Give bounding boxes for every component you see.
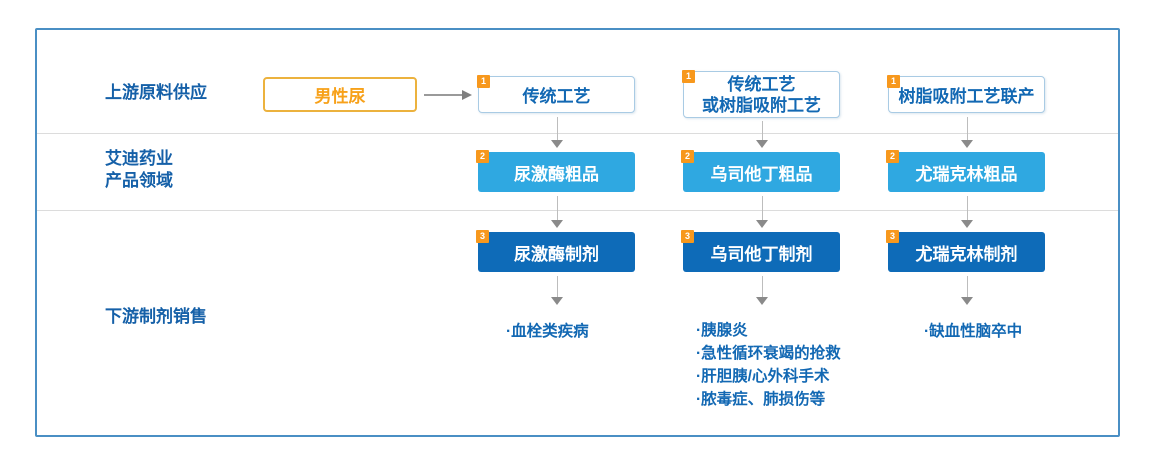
arrow-down-icon (756, 196, 768, 228)
row-label-company: 艾迪药业 产品领域 (105, 148, 173, 192)
process-box-col2: 1 传统工艺 或树脂吸附工艺 (682, 70, 840, 118)
indication-item: ·缺血性脑卒中 (924, 323, 1023, 340)
badge-3-icon: 3 (886, 230, 899, 243)
process-box-col1-label: 传统工艺 (522, 87, 591, 106)
process-box-col3: 1 树脂吸附工艺联产 (887, 75, 1045, 113)
indication-item: ·急性循环衰竭的抢救 (696, 345, 841, 362)
crude-box-col2: 2 乌司他丁粗品 (681, 150, 840, 192)
badge-1-icon: 1 (887, 75, 900, 88)
arrow-down-icon (551, 117, 563, 148)
indications-col1: ·血栓类疾病 (506, 320, 589, 343)
arrow-down-icon (961, 117, 973, 148)
process-box-col2-label-line2: 或树脂吸附工艺 (702, 95, 821, 115)
badge-3-icon: 3 (681, 230, 694, 243)
arrow-down-icon (551, 196, 563, 228)
process-box-col1: 1 传统工艺 (477, 75, 635, 113)
row-divider-1 (37, 133, 1118, 134)
source-box-label: 男性尿 (314, 87, 366, 106)
formulation-box-col2: 3 乌司他丁制剂 (681, 230, 840, 272)
process-box-col2-label-line1: 传统工艺 (727, 74, 796, 94)
indication-item: ·肝胆胰/心外科手术 (696, 368, 830, 385)
crude-box-col3: 2 尤瑞克林粗品 (886, 150, 1045, 192)
arrow-down-icon (961, 196, 973, 228)
indications-col2: ·胰腺炎 ·急性循环衰竭的抢救 ·肝胆胰/心外科手术 ·脓毒症、肺损伤等 (696, 319, 841, 411)
arrow-right-icon (424, 89, 472, 101)
arrow-down-icon (961, 276, 973, 305)
process-box-col3-label: 树脂吸附工艺联产 (898, 87, 1035, 106)
row-label-upstream: 上游原料供应 (105, 83, 207, 102)
formulation-box-col3-label: 尤瑞克林制剂 (915, 244, 1018, 264)
crude-box-col3-label: 尤瑞克林粗品 (915, 164, 1018, 184)
formulation-box-col3: 3 尤瑞克林制剂 (886, 230, 1045, 272)
crude-box-col1: 2 尿激酶粗品 (476, 150, 635, 192)
indication-item: ·血栓类疾病 (506, 323, 589, 340)
badge-2-icon: 2 (476, 150, 489, 163)
indications-col3: ·缺血性脑卒中 (924, 320, 1022, 343)
formulation-box-col1: 3 尿激酶制剂 (476, 230, 635, 272)
formulation-box-col2-label: 乌司他丁制剂 (710, 244, 813, 264)
formulation-box-col1-label: 尿激酶制剂 (514, 244, 599, 264)
badge-1-icon: 1 (477, 75, 490, 88)
badge-3-icon: 3 (476, 230, 489, 243)
crude-box-col1-label: 尿激酶粗品 (514, 164, 599, 184)
row-label-downstream: 下游制剂销售 (105, 307, 207, 326)
arrow-down-icon (756, 276, 768, 305)
badge-1-icon: 1 (682, 70, 695, 83)
row-divider-2 (37, 210, 1118, 211)
arrow-down-icon (551, 276, 563, 305)
indication-item: ·脓毒症、肺损伤等 (696, 391, 826, 408)
row-label-company-line2: 产品领域 (105, 171, 173, 190)
crude-box-col2-label: 乌司他丁粗品 (710, 164, 813, 184)
row-label-company-line1: 艾迪药业 (105, 149, 173, 168)
source-box-male-urine: 男性尿 (263, 77, 417, 112)
indication-item: ·胰腺炎 (696, 322, 748, 339)
badge-2-icon: 2 (886, 150, 899, 163)
arrow-down-icon (756, 121, 768, 148)
badge-2-icon: 2 (681, 150, 694, 163)
